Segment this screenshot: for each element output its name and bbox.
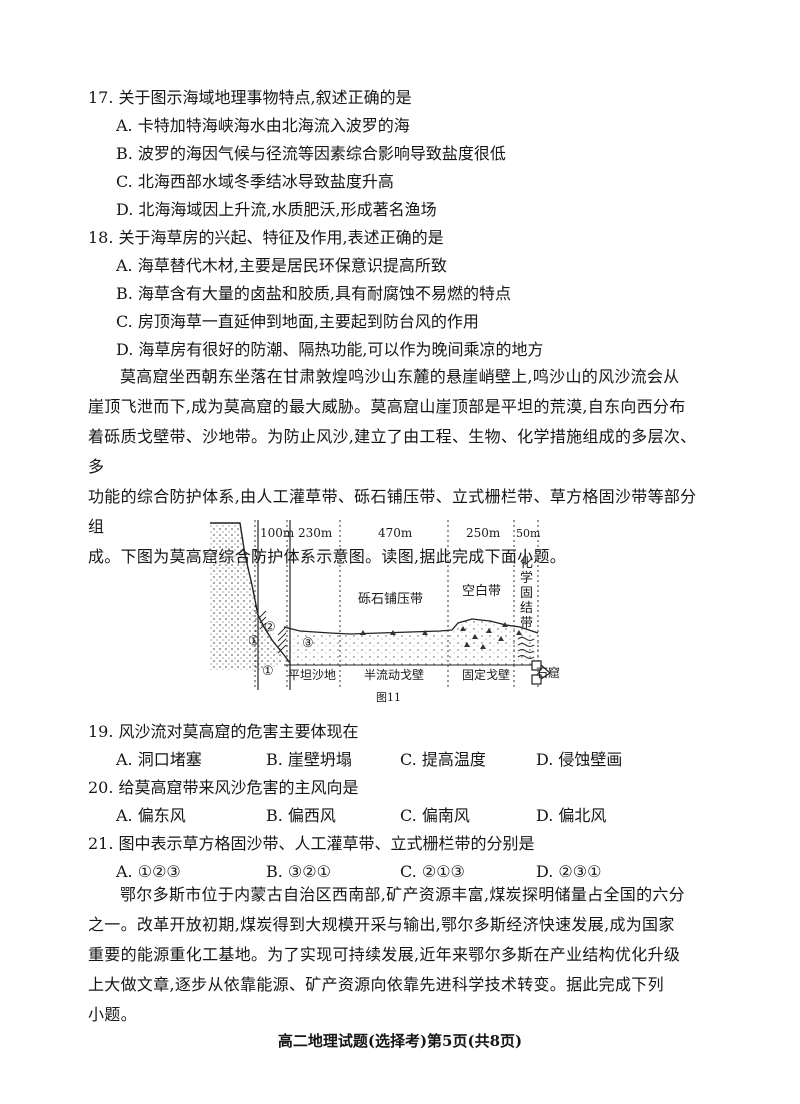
marker-3: ③ — [302, 636, 314, 651]
question-20-stem: 20. 给莫高窟带来风沙危害的主风向是 — [88, 778, 359, 797]
ground-surface — [284, 619, 540, 665]
grotto-label: 石窟 — [536, 665, 560, 680]
q18-option-b: B. 海草含有大量的卤盐和胶质,具有耐腐蚀不易燃的特点 — [116, 284, 512, 303]
q21-option-c: C. ②①③ — [400, 862, 465, 881]
zone-chem-label: 化 学 固 结 带 — [520, 556, 533, 631]
q18-option-a: A. 海草替代木材,主要是居民环保意识提高所致 — [116, 256, 447, 275]
passage-ordos-line: 小题。 — [88, 1005, 137, 1024]
chemical-band-texture — [517, 637, 535, 659]
marker-1-upper: ① — [248, 634, 260, 649]
q21-option-d: D. ②③① — [536, 862, 602, 881]
q21-option-b: B. ③②① — [266, 862, 331, 881]
svg-text:结: 结 — [520, 601, 533, 616]
figure-caption: 图11 — [376, 691, 401, 704]
question-21-stem: 21. 图中表示草方格固沙带、人工灌草带、立式栅栏带的分别是 — [88, 834, 535, 853]
q17-option-b: B. 波罗的海因气候与径流等因素综合影响导致盐度很低 — [116, 144, 506, 163]
question-19-stem: 19. 风沙流对莫高窟的危害主要体现在 — [88, 722, 359, 741]
passage-mogao-line: 功能的综合防护体系,由人工灌草带、砾石铺压带、立式栅栏带、草方格固沙带等部分组 — [88, 487, 697, 536]
bottom-label-fixed-gobi: 固定戈壁 — [462, 667, 510, 682]
passage-ordos-line: 之一。改革开放初期,煤炭得到大规模开采与输出,鄂尔多斯经济快速发展,成为国家 — [88, 915, 675, 934]
passage-ordos-line: 鄂尔多斯市位于内蒙古自治区西南部,矿产资源丰富,煤炭探明储量占全国的六分 — [120, 885, 685, 904]
width-label-3: 470m — [378, 526, 413, 540]
protection-system-diagram: 100m 230m 470m 250m 50m 砾石铺压带 空白带 化 学 固 … — [210, 520, 560, 704]
marker-2: ② — [264, 620, 276, 635]
passage-mogao-line: 莫高窟坐西朝东坐落在甘肃敦煌鸣沙山东麓的悬崖峭壁上,鸣沙山的风沙流会从 — [120, 367, 680, 386]
q19-option-a: A. 洞口堵塞 — [116, 750, 202, 769]
question-18-stem: 18. 关于海草房的兴起、特征及作用,表述正确的是 — [88, 228, 444, 247]
q17-option-d: D. 北海海域因上升流,水质肥沃,形成著名渔场 — [116, 200, 437, 219]
passage-ordos: 鄂尔多斯市位于内蒙古自治区西南部,矿产资源丰富,煤炭探明储量占全国的六分 之一。… — [88, 880, 712, 1030]
passage-mogao-line: 崖顶飞泄而下,成为莫高窟的最大威胁。莫高窟山崖顶部是平坦的荒漠,自东向西分布 — [88, 397, 686, 416]
bottom-label-semi-gobi: 半流动戈壁 — [364, 667, 424, 682]
svg-text:带: 带 — [520, 616, 533, 631]
passage-mogao: 莫高窟坐西朝东坐落在甘肃敦煌鸣沙山东麓的悬崖峭壁上,鸣沙山的风沙流会从 崖顶飞泄… — [88, 362, 712, 572]
q20-option-d: D. 偏北风 — [536, 806, 607, 825]
passage-mogao-line: 着砾质戈壁带、沙地带。为防止风沙,建立了由工程、生物、化学措施组成的多层次、多 — [88, 427, 697, 476]
q20-option-a: A. 偏东风 — [116, 806, 186, 825]
bottom-label-sand: 平坦沙地 — [288, 668, 336, 682]
dune-mass — [210, 523, 282, 670]
cliff-hatching — [259, 610, 287, 654]
width-label-4: 250m — [466, 526, 501, 540]
passage-ordos-line: 上大做文章,逐步从依靠能源、矿产资源向依靠先进科学技术转变。据此完成下列 — [88, 975, 664, 994]
q18-option-d: D. 海草房有很好的防潮、隔热功能,可以作为晚间乘凉的地方 — [116, 340, 544, 359]
zone-gravel-label: 砾石铺压带 — [358, 592, 423, 607]
width-label-5: 50m — [516, 527, 541, 540]
q19-option-d: D. 侵蚀壁画 — [536, 750, 623, 769]
q20-option-b: B. 偏西风 — [266, 806, 336, 825]
q20-option-c: C. 偏南风 — [400, 806, 470, 825]
q21-option-a: A. ①②③ — [116, 862, 181, 881]
width-label-2: 230m — [298, 526, 333, 540]
q18-option-c: C. 房顶海草一直延伸到地面,主要起到防台风的作用 — [116, 312, 479, 331]
question-17-stem: 17. 关于图示海域地理事物特点,叙述正确的是 — [88, 88, 412, 107]
zone-blank-label: 空白带 — [462, 583, 501, 599]
svg-text:固: 固 — [520, 586, 533, 601]
page-footer: 高二地理试题(选择考)第5页(共8页) — [277, 1032, 523, 1050]
width-label-1: 100m — [260, 526, 295, 540]
marker-1-lower: ① — [262, 664, 274, 679]
passage-ordos-line: 重要的能源重化工基地。为了实现可持续发展,近年来鄂尔多斯在产业结构优化升级 — [88, 945, 681, 964]
passage-mogao-line: 成。下图为莫高窟综合防护体系示意图。读图,据此完成下面小题。 — [88, 547, 567, 566]
q17-option-a: A. 卡特加特海峡海水由北海流入波罗的海 — [116, 116, 410, 135]
grotto-symbol — [531, 660, 551, 685]
gravel-symbols — [360, 622, 522, 649]
svg-text:化: 化 — [520, 556, 533, 571]
q19-option-b: B. 崖壁坍塌 — [266, 750, 352, 769]
q17-option-c: C. 北海西部水域冬季结冰导致盐度升高 — [116, 172, 394, 191]
q19-option-c: C. 提高温度 — [400, 750, 486, 769]
svg-text:学: 学 — [520, 570, 533, 586]
